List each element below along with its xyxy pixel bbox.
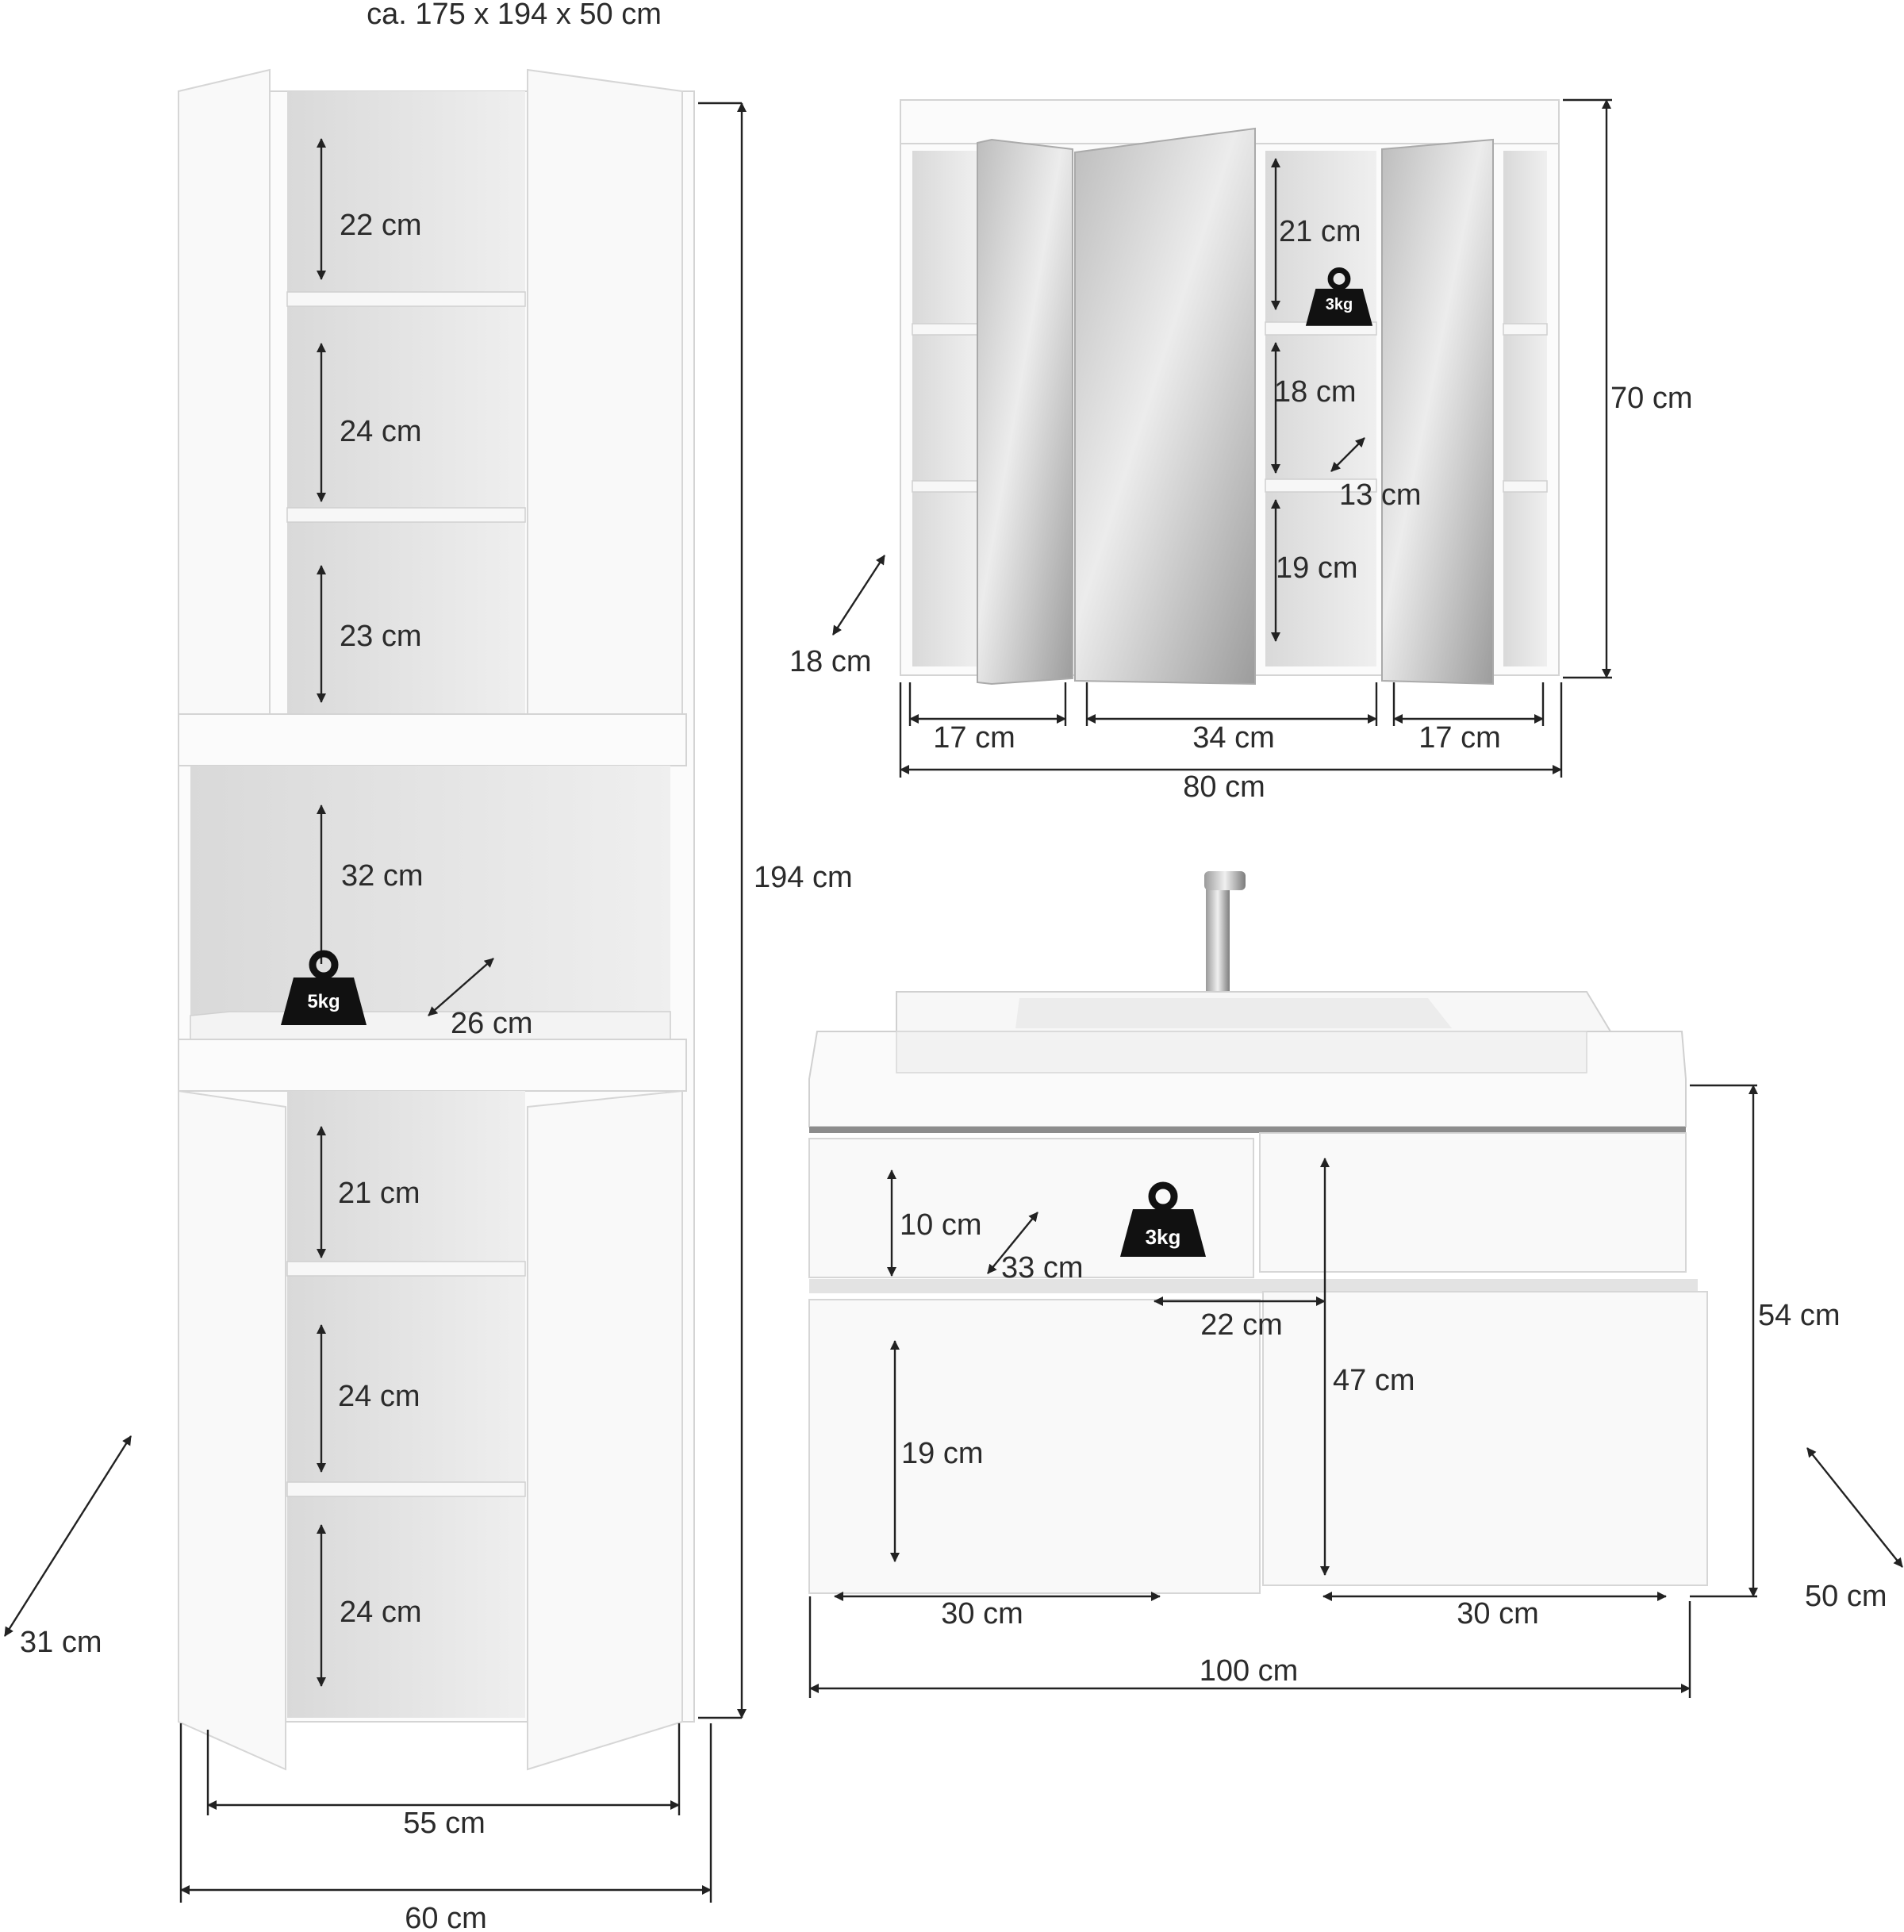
upper-shelf-3-label: 23 cm bbox=[340, 620, 421, 653]
inner-width-label: 55 cm bbox=[403, 1807, 485, 1840]
vanity-depth-label: 50 cm bbox=[1805, 1580, 1887, 1613]
right-inner-height-label: 47 cm bbox=[1333, 1364, 1415, 1397]
depth-label: 31 cm bbox=[20, 1626, 102, 1659]
faucet bbox=[1206, 871, 1230, 998]
mirror-door-center bbox=[1074, 127, 1256, 686]
lower-right-drawer bbox=[1262, 1291, 1708, 1586]
lower-left-door bbox=[178, 1089, 286, 1771]
vanity-load-label: 3kg bbox=[1146, 1225, 1181, 1249]
top-drawer-depth-arrow bbox=[987, 1212, 1038, 1274]
mirror-depth-label: 18 cm bbox=[789, 645, 871, 678]
bottom-drawer-height-label: 19 cm bbox=[901, 1437, 983, 1470]
vanity-right-width-label: 30 cm bbox=[1457, 1597, 1538, 1630]
upper-shelf-1 bbox=[286, 291, 526, 307]
lower-gap bbox=[809, 1279, 1698, 1293]
upper-right-door bbox=[527, 68, 683, 724]
mirror-right-width-label: 17 cm bbox=[1418, 721, 1500, 755]
lower-shelf-2 bbox=[286, 1481, 526, 1497]
vanity-left-width-label: 30 cm bbox=[941, 1597, 1023, 1630]
right-shelf-2 bbox=[1503, 480, 1548, 493]
faucet-handle bbox=[1204, 871, 1246, 890]
basin-front bbox=[896, 1031, 1587, 1074]
basin-bowl bbox=[1015, 998, 1452, 1028]
lower-shelf-1-label: 21 cm bbox=[338, 1177, 420, 1210]
upper-shelf-2-label: 24 cm bbox=[340, 415, 421, 448]
mirror-shelf-1-label: 21 cm bbox=[1279, 215, 1361, 248]
upper-right-drawer bbox=[1259, 1132, 1687, 1273]
mirror-load-label: 3kg bbox=[1326, 296, 1353, 313]
gap-width-label: 22 cm bbox=[1200, 1308, 1282, 1342]
mirror-total-width-label: 80 cm bbox=[1183, 770, 1265, 804]
mirror-depth-arrow bbox=[831, 555, 886, 636]
lower-shelf-3-label: 24 cm bbox=[340, 1596, 421, 1629]
upper-left-door bbox=[178, 68, 271, 724]
middle-band bbox=[178, 713, 687, 766]
depth-arrow bbox=[3, 1435, 132, 1637]
lower-left-drawer bbox=[808, 1299, 1261, 1594]
mirror-cabinet: 21 cm 18 cm 19 cm 13 cm 3kg 70 cm 18 cm … bbox=[789, 98, 1692, 804]
niche-height-label: 32 cm bbox=[341, 859, 423, 893]
vanity-unit: 10 cm 33 cm 3kg 22 cm 47 cm 19 cm 54 cm … bbox=[808, 871, 1903, 1698]
upper-shelf-1-label: 22 cm bbox=[340, 209, 421, 242]
lower-interior bbox=[287, 1091, 525, 1718]
left-shelf-2 bbox=[912, 480, 978, 493]
top-drawer-height-label: 10 cm bbox=[900, 1208, 981, 1242]
top-drawer-depth-label: 33 cm bbox=[1001, 1251, 1083, 1285]
center-shelf-2 bbox=[1265, 478, 1377, 493]
mirror-left-width-label: 17 cm bbox=[933, 721, 1015, 755]
mirror-shelf-depth-label: 13 cm bbox=[1339, 478, 1421, 512]
lower-right-door bbox=[527, 1089, 683, 1771]
right-shelf-compartment bbox=[1503, 151, 1547, 666]
niche-load-label: 5kg bbox=[307, 991, 340, 1012]
vanity-depth-arrow bbox=[1806, 1447, 1903, 1568]
left-shelf-1 bbox=[912, 323, 978, 336]
upper-interior bbox=[287, 91, 525, 714]
lower-band bbox=[178, 1039, 687, 1092]
upper-shadow bbox=[809, 1127, 1686, 1133]
lower-shelf-2-label: 24 cm bbox=[338, 1380, 420, 1413]
upper-shelf-2 bbox=[286, 507, 526, 523]
vanity-total-width-label: 100 cm bbox=[1200, 1654, 1299, 1688]
tall-cabinet: 22 cm 24 cm 23 cm 32 cm 26 cm 21 cm 24 c… bbox=[3, 68, 853, 1932]
left-shelf-compartment bbox=[912, 151, 977, 666]
mirror-center-width-label: 34 cm bbox=[1192, 721, 1274, 755]
mirror-door-left bbox=[977, 138, 1073, 686]
right-shelf-1 bbox=[1503, 323, 1548, 336]
outer-width-label: 60 cm bbox=[405, 1902, 486, 1932]
center-interior bbox=[1265, 151, 1376, 666]
open-niche bbox=[190, 766, 670, 1016]
total-height-label: 194 cm bbox=[754, 861, 853, 894]
page-title: ca. 175 x 194 x 50 cm bbox=[367, 0, 662, 31]
mirror-shelf-depth-arrow bbox=[1330, 437, 1365, 472]
vanity-height-label: 54 cm bbox=[1758, 1299, 1840, 1332]
mirror-height-label: 70 cm bbox=[1610, 382, 1692, 415]
mirror-door-right bbox=[1381, 138, 1494, 686]
mirror-shelf-3-label: 19 cm bbox=[1276, 551, 1357, 585]
mirror-shelf-2-label: 18 cm bbox=[1274, 375, 1356, 409]
niche-floor bbox=[190, 1011, 671, 1040]
lower-shelf-1 bbox=[286, 1261, 526, 1277]
niche-depth-arrow bbox=[428, 958, 494, 1016]
niche-depth-label: 26 cm bbox=[451, 1007, 532, 1040]
